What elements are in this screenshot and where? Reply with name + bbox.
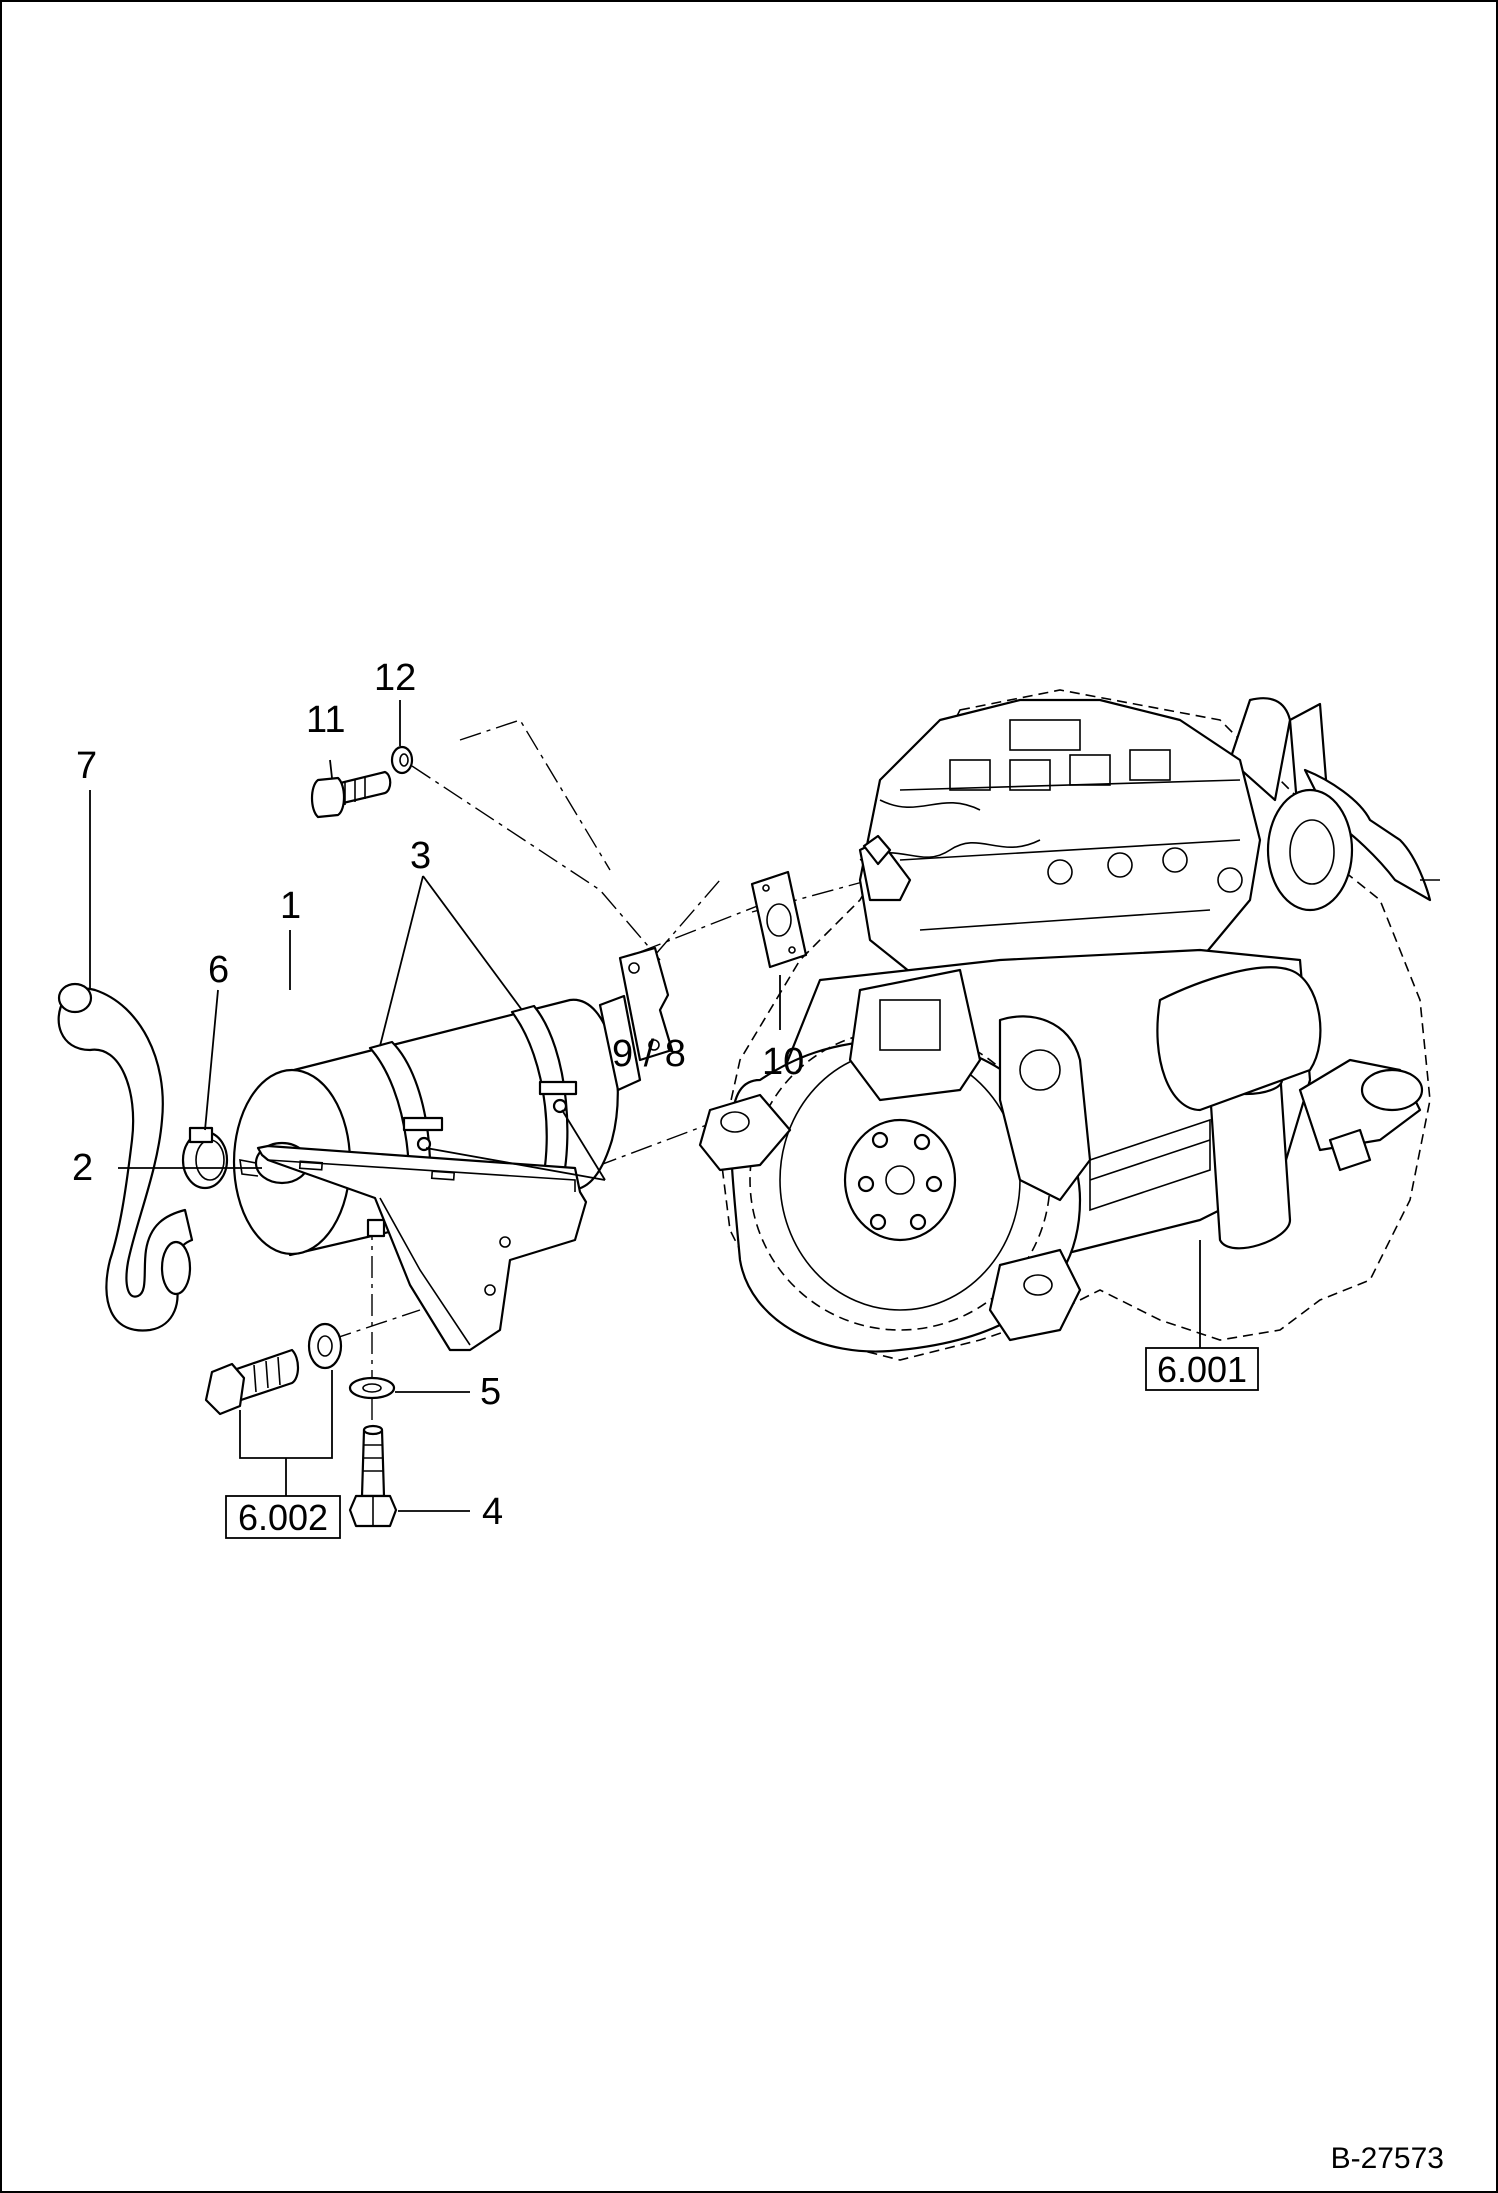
leader-lines <box>89 700 1201 1512</box>
flat-washer <box>307 1322 343 1370</box>
washer-5 <box>348 1376 396 1400</box>
callout-2: 2 <box>72 1147 93 1189</box>
exhaust-pipe <box>57 982 194 1332</box>
bracket <box>256 1144 588 1352</box>
callout-10: 10 <box>762 1041 804 1083</box>
reference-engine: 6.001 <box>1157 1349 1247 1390</box>
hose-clamp <box>181 1126 229 1190</box>
callout-4: 4 <box>482 1491 503 1533</box>
callout-3: 3 <box>410 835 431 877</box>
bolt-11 <box>310 770 392 819</box>
callout-6: 6 <box>208 949 229 991</box>
washer-12 <box>390 745 414 775</box>
callout-1: 1 <box>280 885 301 927</box>
engine-assembly <box>698 689 1440 1361</box>
callout-11: 11 <box>306 699 345 741</box>
reference-box-fasteners: 6.002 <box>225 1495 341 1539</box>
callout-12: 12 <box>374 657 416 699</box>
bolt-4 <box>348 1424 398 1528</box>
gasket <box>750 870 808 969</box>
reference-fasteners: 6.002 <box>238 1497 328 1538</box>
callout-7: 7 <box>76 745 97 787</box>
drawing-number: B-27573 <box>1331 2142 1444 2175</box>
hex-bolt <box>204 1348 300 1416</box>
callout-9-8: 9 / 8 <box>612 1033 686 1075</box>
callout-5: 5 <box>480 1371 501 1413</box>
callout-labels: 7 1 6 3 11 12 10 9 / 8 2 5 4 <box>72 657 804 1533</box>
reference-box-engine: 6.001 <box>1145 1347 1259 1391</box>
